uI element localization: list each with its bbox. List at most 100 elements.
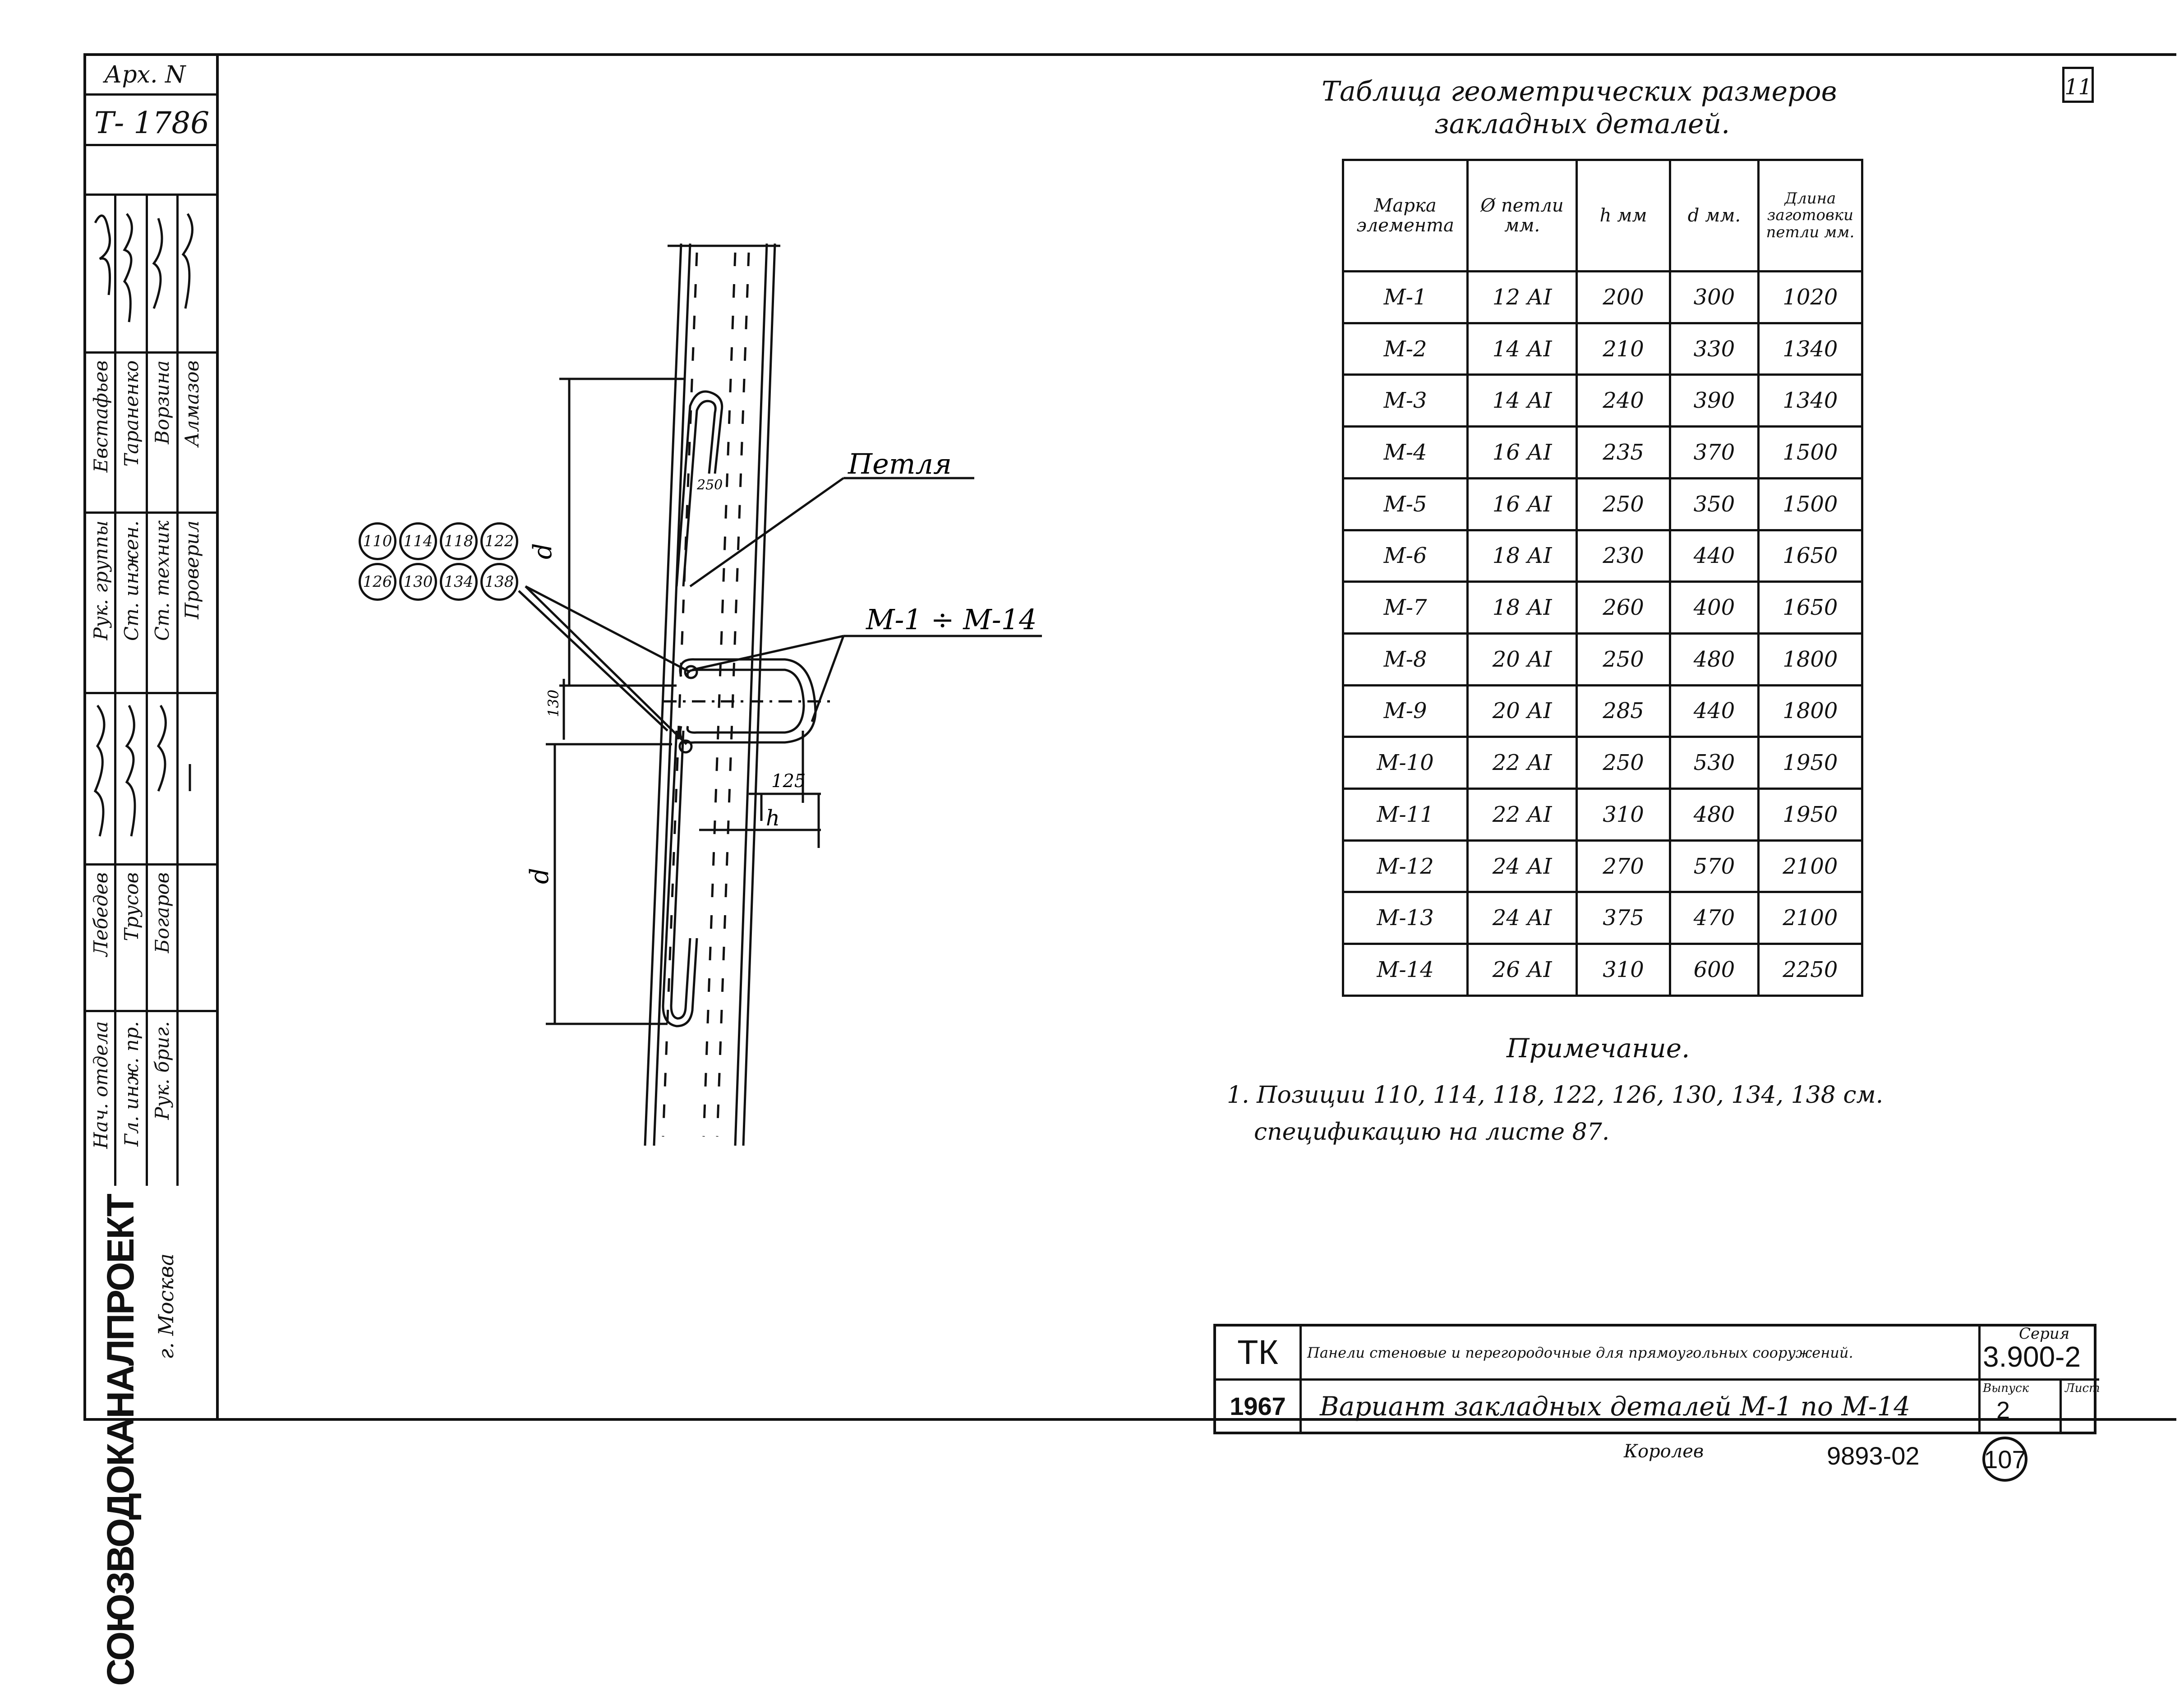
copier-name: Королев: [1624, 1441, 1704, 1462]
position-bubble: 114: [399, 522, 437, 560]
header-h: h мм: [1575, 159, 1672, 272]
cell-h: 285: [1575, 684, 1672, 738]
dim-d-upper: d: [528, 543, 558, 559]
blank-cell: [86, 146, 216, 196]
position-bubble: 134: [440, 563, 478, 601]
series-label: Серия: [2019, 1325, 2070, 1343]
cell-mark: М-7: [1341, 580, 1469, 635]
archive-number: Т- 1786: [94, 106, 210, 140]
cell-phi: 24 АI: [1466, 891, 1578, 945]
cell-phi: 20 АI: [1466, 684, 1578, 738]
position-bubble: 110: [359, 522, 396, 560]
cell-mark: М-4: [1341, 425, 1469, 479]
frame-bottom: [219, 1418, 2176, 1421]
table-header-row: Марка элемента Ø петли мм. h мм d мм. Дл…: [1341, 159, 1864, 272]
archive-label-cell: Арх. N: [86, 56, 216, 96]
cell-h: 375: [1575, 891, 1672, 945]
cell-d: 350: [1669, 477, 1760, 531]
cell-h: 250: [1575, 477, 1672, 531]
series-value: 3.900-2: [1983, 1341, 2081, 1373]
cell-length: 1500: [1757, 477, 1864, 531]
header-length: Длина заготовки петли мм.: [1757, 159, 1864, 272]
archive-number-cell: Т- 1786: [86, 96, 216, 146]
position-bubble: 138: [480, 563, 518, 601]
cell-length: 2100: [1757, 891, 1864, 945]
cell-d: 330: [1669, 322, 1760, 376]
cell-mark: М-2: [1341, 322, 1469, 376]
cell-h: 310: [1575, 943, 1672, 997]
cell-length: 1800: [1757, 684, 1864, 738]
cell-length: 1650: [1757, 580, 1864, 635]
corner-mark: 11: [2062, 67, 2094, 103]
cell-mark: М-5: [1341, 477, 1469, 531]
cell-length: 1950: [1757, 788, 1864, 842]
range-label: М-1 ÷ М-14: [866, 603, 1037, 636]
cell-mark: М-11: [1341, 788, 1469, 842]
cell-length: 1800: [1757, 632, 1864, 686]
loop-label: Петля: [848, 447, 952, 480]
cell-mark: М-3: [1341, 373, 1469, 428]
cell-phi: 26 АI: [1466, 943, 1578, 997]
cell-length: 1020: [1757, 270, 1864, 324]
table-title-line1: Таблица геометрических размеров: [1322, 76, 1837, 107]
dimensions-table: Марка элемента Ø петли мм. h мм d мм. Дл…: [1341, 159, 1864, 997]
note-heading: Примечание.: [1507, 1033, 1690, 1064]
frame-top: [219, 53, 2176, 56]
cell-phi: 16 АI: [1466, 477, 1578, 531]
cell-length: 1500: [1757, 425, 1864, 479]
position-bubble: 126: [359, 563, 396, 601]
cell-length: 2100: [1757, 839, 1864, 894]
cell-mark: М-13: [1341, 891, 1469, 945]
cell-d: 470: [1669, 891, 1760, 945]
issue-label: Выпуск: [1983, 1382, 2029, 1395]
cell-d: 480: [1669, 632, 1760, 686]
cell-mark: М-8: [1341, 632, 1469, 686]
dim-125: 125: [771, 771, 806, 792]
cell-mark: М-10: [1341, 736, 1469, 790]
cell-h: 235: [1575, 425, 1672, 479]
cell-length: 1340: [1757, 322, 1864, 376]
doc-number: 9893-02: [1827, 1442, 1920, 1470]
cell-d: 570: [1669, 839, 1760, 894]
cell-h: 250: [1575, 632, 1672, 686]
cell-phi: 20 АI: [1466, 632, 1578, 686]
cell-h: 240: [1575, 373, 1672, 428]
signature-area: Нач. отдела Гл. инж. пр. Рук. бриг. Рук.…: [86, 196, 216, 1186]
note-line1: 1. Позиции 110, 114, 118, 122, 126, 130,…: [1227, 1082, 1884, 1109]
cell-length: 1950: [1757, 736, 1864, 790]
cell-h: 230: [1575, 529, 1672, 583]
issue-value: 2: [1996, 1397, 2010, 1424]
cell-phi: 22 АI: [1466, 788, 1578, 842]
position-bubble: 118: [440, 522, 478, 560]
cell-h: 210: [1575, 322, 1672, 376]
cell-phi: 22 АI: [1466, 736, 1578, 790]
cell-phi: 18 АI: [1466, 580, 1578, 635]
cell-h: 310: [1575, 788, 1672, 842]
cell-phi: 12 АI: [1466, 270, 1578, 324]
dim-250: 250: [696, 477, 723, 493]
title-year: 1967: [1216, 1381, 1302, 1432]
cell-d: 440: [1669, 684, 1760, 738]
cell-h: 270: [1575, 839, 1672, 894]
cell-h: 200: [1575, 270, 1672, 324]
cell-phi: 18 АI: [1466, 529, 1578, 583]
cell-d: 600: [1669, 943, 1760, 997]
cell-d: 300: [1669, 270, 1760, 324]
cell-d: 530: [1669, 736, 1760, 790]
position-bubble: 130: [399, 563, 437, 601]
sheet-number: 107: [1982, 1437, 2027, 1482]
cell-d: 480: [1669, 788, 1760, 842]
header-d: d мм.: [1669, 159, 1760, 272]
archive-label: Арх. N: [104, 61, 186, 88]
note-line2: спецификацию на листе 87.: [1254, 1119, 1610, 1146]
cell-length: 1340: [1757, 373, 1864, 428]
